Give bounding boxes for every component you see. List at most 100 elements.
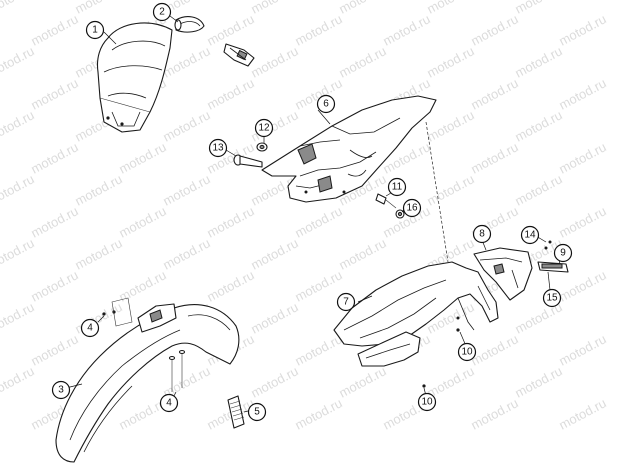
assembly-line [425, 121, 449, 263]
watermark-text: motod.ru [424, 0, 476, 17]
watermark-text: motod.ru [468, 331, 520, 368]
watermark-text: motod.ru [336, 363, 388, 400]
callout-7: 7 [336, 292, 356, 312]
plate-holder-part [473, 247, 533, 301]
bolt-part [233, 154, 263, 168]
watermark-text: motod.ru [336, 43, 388, 80]
callout-label: 11 [392, 182, 403, 193]
fender-bolts-part [102, 297, 186, 392]
headlight-mask-part [96, 22, 173, 133]
small-screws-part [544, 240, 552, 250]
watermark-text: motod.ru [424, 43, 476, 80]
front-fender-part [55, 303, 240, 463]
nut-part [256, 142, 268, 152]
rubber-strap-part [174, 16, 205, 33]
watermark-text: motod.ru [512, 0, 564, 17]
decal-strip-part [227, 395, 245, 429]
watermark-text: motod.ru [0, 107, 37, 144]
watermark-text: motod.ru [0, 299, 37, 336]
watermark-text: motod.ru [0, 43, 37, 80]
watermark-text: motod.ru [468, 395, 520, 432]
callout-4b: 4 [159, 393, 179, 413]
watermark-text: motod.ru [248, 363, 300, 400]
callout-label: 4 [87, 323, 93, 334]
callout-label: 15 [546, 293, 558, 304]
watermark-text: motod.ru [292, 395, 344, 432]
watermark-text: motod.ru [28, 267, 80, 304]
callout-9: 9 [553, 243, 573, 263]
watermark-text: motod.ru [204, 75, 256, 112]
callout-13: 13 [208, 138, 228, 158]
callout-label: 16 [406, 203, 418, 214]
callout-label: 14 [524, 230, 536, 241]
watermark-text: motod.ru [28, 139, 80, 176]
callouts: 1 2 3 4 4 5 6 7 8 9 10 10 11 12 13 14 15… [51, 2, 573, 422]
callout-label: 3 [58, 385, 64, 396]
grommet-part [422, 328, 460, 388]
screw-part [375, 193, 397, 209]
callout-label: 4 [166, 398, 172, 409]
watermark-text: motod.ru [468, 11, 520, 48]
watermark-text: motod.ru [292, 11, 344, 48]
callout-2: 2 [152, 2, 172, 22]
callout-5: 5 [247, 402, 267, 422]
watermark-text: motod.ru [556, 203, 608, 240]
watermark-text: motod.ru [116, 203, 168, 240]
callout-label: 7 [343, 297, 349, 308]
watermark-text: motod.ru [556, 267, 608, 304]
callout-3: 3 [51, 380, 71, 400]
callout-label: 9 [560, 248, 566, 259]
watermark-text: motod.ru [28, 11, 80, 48]
watermark-text: motod.ru [248, 235, 300, 272]
watermark-text: motod.ru [380, 11, 432, 48]
callout-label: 6 [323, 99, 329, 110]
watermark-text: motod.ru [160, 107, 212, 144]
callout-label: 1 [92, 25, 98, 36]
callout-10a: 10 [457, 342, 477, 362]
watermark-text: motod.ru [204, 11, 256, 48]
watermark-text: motod.ru [336, 235, 388, 272]
watermark-text: motod.ru [556, 11, 608, 48]
watermark-text: motod.ru [424, 107, 476, 144]
watermark-text: motod.ru [0, 171, 37, 208]
callout-4a: 4 [80, 318, 100, 338]
watermark-text: motod.ru [0, 363, 37, 400]
callout-6: 6 [316, 94, 336, 114]
watermark-text: motod.ru [28, 75, 80, 112]
callout-label: 8 [479, 229, 485, 240]
watermark-text: motod.ru [72, 171, 124, 208]
watermark-text: motod.ru [556, 395, 608, 432]
watermark-text: motod.ru [204, 267, 256, 304]
callout-15: 15 [542, 288, 562, 308]
callout-label: 2 [159, 7, 165, 18]
callout-10b: 10 [417, 392, 437, 412]
callout-12: 12 [254, 118, 274, 138]
callout-14: 14 [520, 225, 540, 245]
watermark-text: motod.ru [72, 235, 124, 272]
watermark-text: motod.ru [160, 235, 212, 272]
watermark-text: motod.ru [28, 203, 80, 240]
callout-11: 11 [387, 177, 407, 197]
watermark-text: motod.ru [248, 43, 300, 80]
callout-1: 1 [85, 20, 105, 40]
callout-label: 5 [254, 407, 260, 418]
watermark-text: motod.ru [28, 331, 80, 368]
watermark-text: motod.ru [424, 171, 476, 208]
watermark-text: motod.ru [468, 139, 520, 176]
rear-fender-part [261, 95, 437, 203]
watermark-text: motod.ru [512, 363, 564, 400]
callout-label: 12 [258, 123, 270, 134]
side-panel-part [333, 261, 499, 367]
watermark-text: motod.ru [468, 75, 520, 112]
watermark-text: motod.ru [248, 0, 300, 17]
watermark-text: motod.ru [292, 331, 344, 368]
watermark-text: motod.ru [116, 139, 168, 176]
watermark-text: motod.ru [292, 267, 344, 304]
callout-label: 10 [421, 397, 433, 408]
callout-16: 16 [402, 198, 422, 218]
watermark-text: motod.ru [160, 171, 212, 208]
watermark-text: motod.ru [204, 203, 256, 240]
watermark-text: motod.ru [336, 0, 388, 17]
watermark-text: motod.ru [0, 235, 37, 272]
